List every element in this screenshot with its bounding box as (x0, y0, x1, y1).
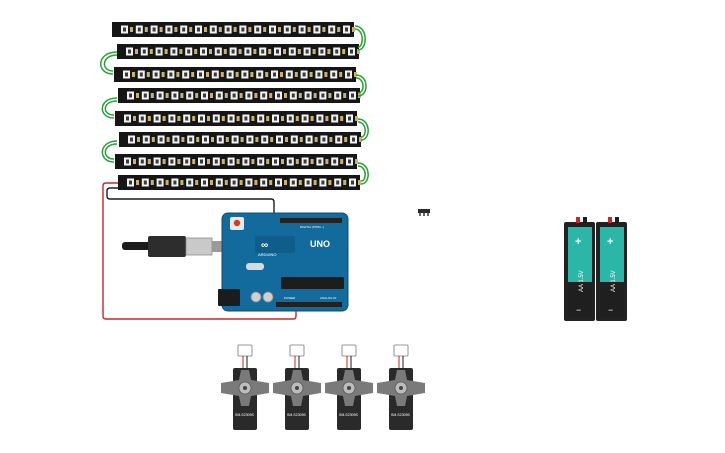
arduino-analog-label: ANALOG IN (320, 296, 336, 300)
arduino-uno-board[interactable]: ∞ UNO ARDUINO DIGITAL (PWM ~) POWER ANAL… (218, 212, 349, 312)
led-strip-row[interactable] (115, 154, 358, 169)
battery-1-label: AA 1.5V (579, 270, 585, 292)
strip-connection-wires (100, 25, 369, 185)
servo-label: SM-S2309S (287, 413, 307, 417)
battery-2-minus: − (608, 305, 613, 315)
battery-1-plus: + (575, 236, 581, 248)
svg-text:∞: ∞ (261, 240, 268, 251)
arduino-wires (102, 182, 297, 320)
usb-cable[interactable] (122, 236, 224, 257)
servo-motor[interactable]: SM-S2309S (377, 344, 425, 430)
servo-motor[interactable]: SM-S2309S (325, 344, 373, 430)
battery-2-label: AA 1.5V (611, 270, 617, 292)
servo-motors[interactable]: SM-S2309S SM-S2309S SM-S2309S SM-S2309S (221, 344, 425, 430)
servo-motor[interactable]: SM-S2309S (273, 344, 321, 430)
arduino-power-label: POWER (284, 296, 296, 300)
battery-pack[interactable]: + + AA 1.5V AA 1.5V − − (564, 217, 627, 321)
arduino-model-label: UNO (310, 239, 330, 249)
led-strip-row[interactable] (114, 67, 357, 82)
battery-2-plus: + (607, 236, 613, 248)
led-strip-row[interactable] (118, 175, 361, 190)
slide-switch[interactable] (418, 209, 430, 216)
led-strip-row[interactable] (115, 111, 358, 126)
arduino-digital-label: DIGITAL (PWM ~) (300, 225, 324, 229)
arduino-brand-label: ARDUINO (258, 252, 276, 257)
battery-1-minus: − (576, 305, 581, 315)
servo-label: SM-S2309S (235, 413, 255, 417)
servo-motor[interactable]: SM-S2309S (221, 344, 269, 430)
led-strip-row[interactable] (112, 22, 355, 37)
led-strip-row[interactable] (117, 44, 360, 59)
servo-label: SM-S2309S (339, 413, 359, 417)
led-strip-matrix[interactable] (112, 22, 362, 190)
servo-label: SM-S2309S (391, 413, 411, 417)
led-strip-row[interactable] (119, 132, 362, 147)
led-strip-row[interactable] (118, 88, 361, 103)
